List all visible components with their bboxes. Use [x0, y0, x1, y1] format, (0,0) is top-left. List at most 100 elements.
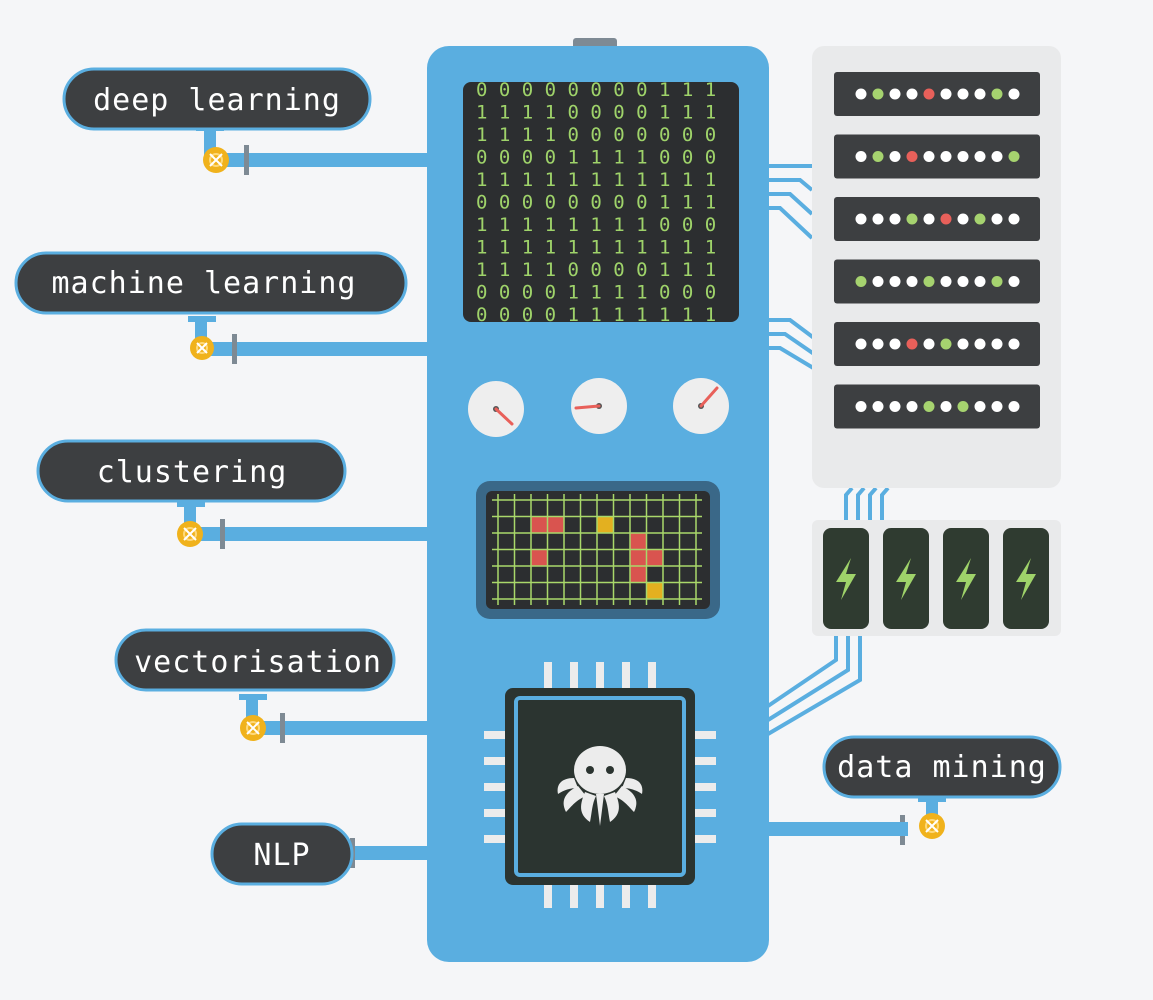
server-rack	[812, 46, 1061, 488]
server-unit	[834, 259, 1040, 304]
led-icon	[872, 401, 884, 412]
led-icon	[940, 401, 952, 412]
data-mining-pipe	[768, 796, 946, 836]
led-icon	[974, 213, 986, 225]
valve-icon	[177, 521, 203, 547]
led-icon	[940, 338, 952, 350]
led-icon	[906, 401, 918, 412]
led-icon	[991, 338, 1003, 350]
led-icon	[991, 401, 1003, 412]
binary-row: 0 0 0 0 0 0 0 0 1 1 1	[476, 192, 716, 214]
led-icon	[974, 88, 986, 100]
grid-cell	[531, 516, 548, 533]
grid-cell	[630, 566, 647, 583]
led-icon	[974, 276, 986, 287]
led-icon	[940, 276, 952, 287]
led-icon	[855, 338, 867, 350]
server-unit	[834, 384, 1040, 429]
led-icon	[923, 276, 935, 287]
grid-cell	[547, 516, 564, 533]
led-icon	[974, 151, 986, 162]
label-vectorisation: vectorisation	[114, 628, 396, 692]
led-icon	[991, 213, 1003, 225]
led-icon	[1008, 401, 1020, 412]
binary-row: 0 0 0 0 0 0 0 0 1 1 1	[476, 79, 716, 101]
led-icon	[957, 401, 969, 412]
led-icon	[872, 276, 884, 287]
led-icon	[855, 151, 867, 162]
led-icon	[872, 213, 884, 225]
binary-row: 1 1 1 1 1 1 1 1 0 0 0	[476, 214, 716, 236]
grid-display	[476, 481, 720, 619]
led-icon	[1008, 276, 1020, 287]
led-icon	[923, 88, 935, 100]
server-unit	[834, 197, 1040, 241]
led-icon	[991, 151, 1003, 162]
grid-cell	[646, 582, 663, 599]
gauge-icon	[468, 381, 524, 437]
led-icon	[855, 401, 867, 412]
led-icon	[991, 88, 1003, 100]
svg-text:machine learning: machine learning	[52, 266, 357, 301]
led-icon	[940, 213, 952, 225]
svg-text:data mining: data mining	[837, 750, 1047, 785]
led-icon	[957, 276, 969, 287]
led-icon	[957, 151, 969, 162]
label-nlp: NLP	[210, 822, 354, 886]
led-icon	[991, 276, 1003, 287]
led-icon	[889, 338, 901, 350]
valve-icon	[203, 147, 229, 173]
led-icon	[906, 151, 918, 162]
led-icon	[906, 338, 918, 350]
led-icon	[940, 151, 952, 162]
server-unit	[834, 134, 1040, 179]
server-unit	[834, 72, 1040, 116]
svg-text:NLP: NLP	[253, 838, 310, 873]
lightning-bolt-icon	[896, 558, 916, 600]
valve-icon	[190, 336, 214, 360]
battery-bank	[812, 520, 1061, 636]
grid-cell	[646, 549, 663, 566]
binary-row: 1 1 1 1 0 0 0 0 1 1 1	[476, 259, 716, 281]
lightning-bolt-icon	[1016, 558, 1036, 600]
binary-row: 1 1 1 1 0 0 0 0 0 0 0	[476, 124, 716, 146]
led-icon	[1008, 338, 1020, 350]
led-icon	[974, 338, 986, 350]
led-icon	[889, 151, 901, 162]
led-icon	[889, 88, 901, 100]
led-icon	[906, 88, 918, 100]
lightning-bolt-icon	[956, 558, 976, 600]
binary-row: 1 1 1 1 1 1 1 1 1 1 1	[476, 169, 716, 191]
gauge-icon	[571, 378, 627, 434]
led-icon	[957, 88, 969, 100]
server-unit	[834, 322, 1040, 366]
grid-cell	[630, 549, 647, 566]
led-icon	[923, 338, 935, 350]
valve-icon	[240, 715, 266, 741]
lightning-bolt-icon	[836, 558, 856, 600]
led-icon	[923, 213, 935, 225]
led-icon	[872, 338, 884, 350]
grid-cell	[630, 533, 647, 550]
gauge-icon	[673, 378, 729, 434]
led-icon	[957, 338, 969, 350]
led-icon	[855, 276, 867, 287]
led-icon	[872, 151, 884, 162]
octopus-icon	[557, 746, 643, 826]
grid-cell	[531, 549, 548, 566]
led-icon	[1008, 151, 1020, 162]
led-icon	[855, 213, 867, 225]
label-clustering: clustering	[36, 439, 347, 503]
svg-text:vectorisation: vectorisation	[134, 645, 382, 680]
label-deep-learning: deep learning	[62, 67, 372, 131]
svg-text:deep learning: deep learning	[93, 83, 341, 118]
label-machine-learning: machine learning	[14, 251, 408, 315]
led-icon	[889, 213, 901, 225]
binary-row: 0 0 0 0 1 1 1 1 1 1 1	[476, 304, 716, 326]
label-data-mining: data mining	[822, 735, 1062, 799]
led-icon	[889, 401, 901, 412]
binary-row: 0 0 0 0 1 1 1 1 0 0 0	[476, 147, 716, 169]
binary-row: 0 0 0 0 1 1 1 1 0 0 0	[476, 282, 716, 304]
led-icon	[1008, 88, 1020, 100]
